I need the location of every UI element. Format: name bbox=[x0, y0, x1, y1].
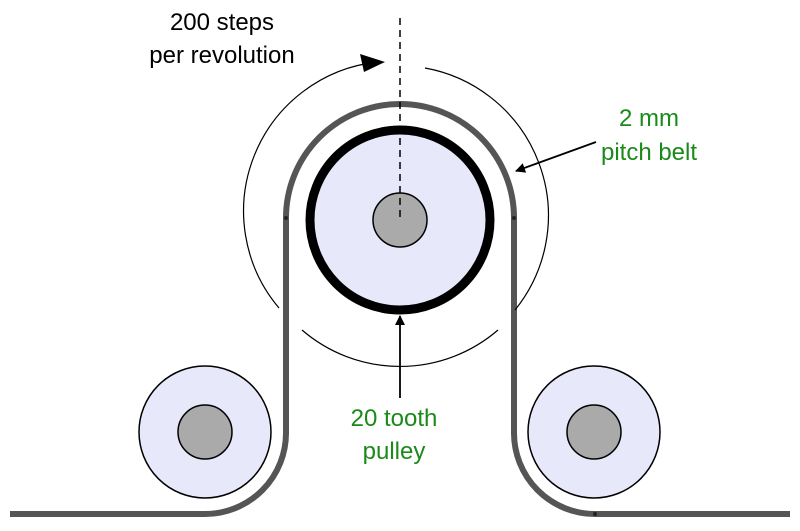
belt-marker-bottom bbox=[593, 512, 597, 516]
pulley-label-line1: 20 tooth bbox=[351, 405, 438, 432]
rotation-arc-main bbox=[243, 61, 379, 309]
belt-marker-left bbox=[284, 216, 288, 220]
left-idler-pulley bbox=[138, 365, 272, 499]
belt-callout-arrow bbox=[515, 141, 597, 173]
rotation-arrow-head bbox=[360, 54, 385, 72]
right-idler-pulley bbox=[527, 365, 661, 499]
belt-label-line1: 2 mm bbox=[619, 105, 679, 132]
pulley-label-line2: pulley bbox=[363, 438, 426, 465]
right-idler-hub bbox=[566, 404, 622, 460]
steps-label-line2: per revolution bbox=[149, 42, 294, 69]
belt-label-line2: pitch belt bbox=[601, 139, 697, 166]
steps-label-line1: 200 steps bbox=[170, 9, 274, 36]
belt-marker-right bbox=[512, 216, 516, 220]
left-idler-hub bbox=[177, 404, 233, 460]
